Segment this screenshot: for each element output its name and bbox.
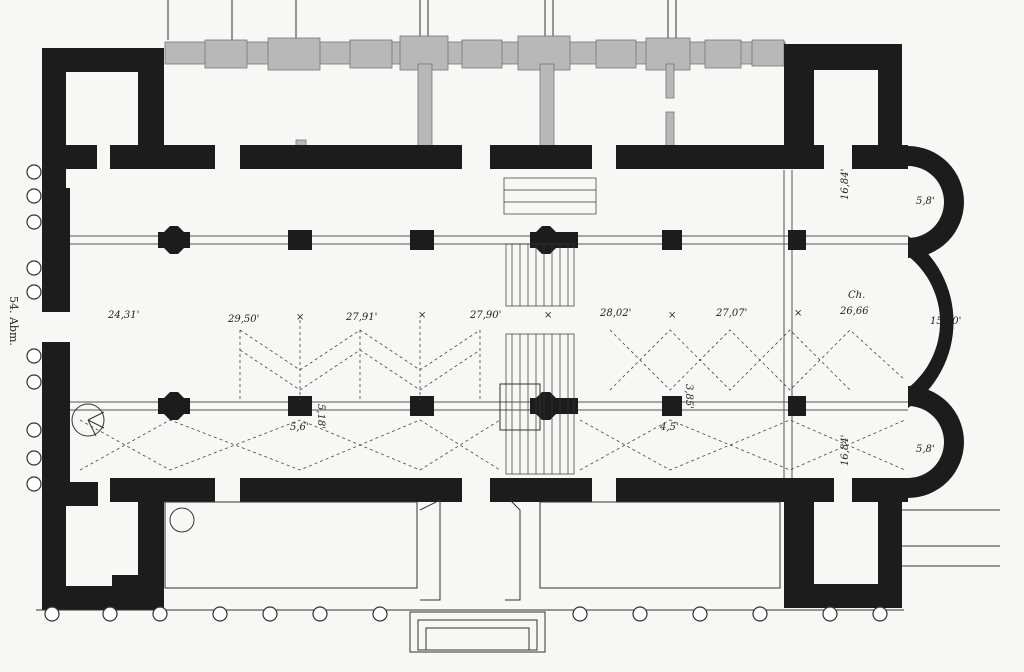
side-label: 16,84' — [840, 169, 851, 200]
cross-mark: × — [296, 312, 304, 323]
pier-label: 5,6' — [290, 422, 309, 433]
apse-label: 5,8' — [916, 444, 935, 455]
crossing-stairs — [499, 177, 597, 475]
arcade-lines — [70, 170, 908, 478]
span-label: 29,50' — [227, 314, 259, 325]
outer-walls — [42, 44, 908, 610]
span-label: 24,31' — [107, 310, 139, 321]
span-label: 28,02' — [599, 308, 631, 319]
span-label: 26,66 — [839, 306, 869, 317]
top-thin-lines — [167, 0, 677, 40]
outer-bubbles — [26, 164, 888, 622]
spiral-stair — [71, 403, 195, 533]
span-label: 27,07' — [715, 308, 747, 319]
apse-label: 5,8' — [916, 196, 935, 207]
cross-mark: × — [544, 310, 552, 321]
apses — [908, 146, 994, 498]
cross-mark: × — [668, 310, 676, 321]
pier-label: 5,18' — [315, 404, 326, 429]
span-label: 27,91' — [345, 312, 377, 323]
pier-label: 4,5' — [659, 422, 679, 433]
north-aisle-wall — [164, 35, 786, 151]
span-label: 27,90' — [469, 310, 501, 321]
span-label: 15,50' — [930, 316, 961, 327]
nave-piers — [158, 226, 806, 420]
choir-label: Ch. — [848, 290, 865, 301]
side-label: 16,84' — [840, 435, 851, 466]
cross-mark: × — [794, 308, 802, 319]
south-aisle-outline — [36, 499, 1000, 653]
vaulting-pattern — [79, 320, 906, 471]
pier-label: 3,85' — [683, 384, 694, 409]
figure-caption: 54. Abm. — [7, 296, 20, 346]
cross-mark: × — [418, 310, 426, 321]
